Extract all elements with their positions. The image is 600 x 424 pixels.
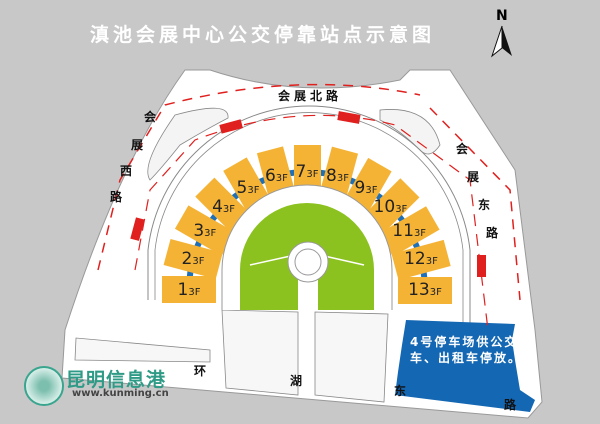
compass-north-label: N	[496, 8, 508, 24]
bus-stop-icon	[337, 111, 361, 124]
parking-lot-4	[395, 320, 535, 412]
hall-label: 33F	[193, 221, 216, 241]
block	[379, 109, 441, 155]
hall-label: 63F	[265, 166, 288, 186]
hall-floor: 3F	[365, 184, 378, 196]
hall-floor: 3F	[222, 203, 236, 215]
road-east-char: 会	[456, 142, 469, 156]
road-west-char: 西	[120, 164, 133, 178]
hall-number: 1	[177, 280, 189, 300]
logo-emblem-icon	[24, 366, 64, 406]
road-north: 会展北路	[278, 89, 343, 103]
parking-note-line: 车、出租车停放。	[410, 351, 523, 365]
hall-floor: 3F	[192, 256, 205, 268]
hall-number: 5	[236, 177, 248, 198]
road-south-char: 环	[194, 364, 207, 378]
road-east-char: 展	[467, 170, 480, 184]
hall-number: 4	[212, 196, 223, 217]
hall-number: 9	[354, 177, 366, 198]
hall-floor: 3F	[188, 287, 201, 298]
bus-route	[97, 83, 521, 301]
road-west-char: 展	[131, 138, 144, 152]
hall-13	[398, 277, 452, 304]
compass: N	[488, 8, 516, 58]
hall-floor: 3F	[306, 169, 319, 180]
hall-label: 123F	[404, 249, 438, 269]
parking-note: 4号停车场供公交 车、出租车停放。	[410, 334, 522, 366]
hall-1	[162, 276, 216, 303]
hall-number: 8	[326, 166, 337, 187]
parcel	[314, 311, 389, 403]
hall-label: 73F	[296, 162, 319, 182]
hall-floor: 3F	[247, 184, 260, 196]
road-east-char: 路	[486, 226, 499, 240]
road-west-char: 路	[110, 190, 123, 204]
hall-11	[379, 206, 440, 257]
hall-label: 103F	[374, 197, 408, 217]
hall-number: 13	[408, 280, 430, 300]
ring-road	[147, 105, 471, 340]
north-arrow-icon	[490, 25, 512, 58]
hall-number: 2	[181, 249, 193, 270]
road-east-char: 东	[478, 198, 491, 212]
hall-12	[391, 239, 451, 280]
hall-label: 53F	[237, 178, 260, 198]
bus-stop-icon	[130, 217, 145, 241]
hall-3	[174, 205, 236, 256]
logo-name: 昆明信息港	[66, 369, 167, 391]
road-west-char: 会	[144, 110, 157, 124]
bus-stop-icon	[477, 255, 486, 277]
hall-floor: 3F	[425, 256, 438, 268]
road-south-char: 路	[504, 398, 517, 412]
hall-floor: 3F	[429, 287, 442, 298]
hall-floor: 3F	[275, 173, 288, 185]
hall-floor: 3F	[413, 228, 427, 239]
hall-number: 7	[295, 162, 307, 182]
hall-label: 93F	[355, 178, 378, 198]
road-south-char: 湖	[290, 374, 303, 388]
parcel	[74, 337, 211, 363]
road-south-char: 东	[394, 384, 407, 398]
hall-number: 6	[264, 166, 276, 187]
hall-number: 3	[193, 221, 205, 241]
hall-floor: 3F	[204, 228, 217, 239]
hall-label: 133F	[408, 280, 442, 300]
hall-floor: 3F	[395, 203, 408, 215]
ring-road-inner	[154, 112, 464, 340]
hall-label: 23F	[182, 249, 205, 269]
hall-label: 113F	[392, 221, 426, 241]
hall-2	[163, 238, 223, 280]
bus-route-inner	[134, 114, 489, 331]
parcel	[221, 309, 299, 396]
logo-url: www.kunming.cn	[72, 388, 169, 399]
map-title: 滇池会展中心公交停靠站点示意图	[90, 24, 436, 46]
bus-stop-icon	[219, 119, 243, 134]
block	[147, 107, 229, 181]
hall-label: 83F	[326, 166, 349, 186]
hall-floor: 3F	[336, 173, 350, 185]
hall-label: 13F	[178, 280, 201, 300]
hall-number: 10	[373, 196, 396, 217]
hall-number: 11	[392, 221, 414, 241]
parking-note-line: 4号停车场供公交	[410, 335, 519, 349]
hall-label: 43F	[212, 197, 235, 217]
hall-number: 12	[404, 249, 426, 270]
